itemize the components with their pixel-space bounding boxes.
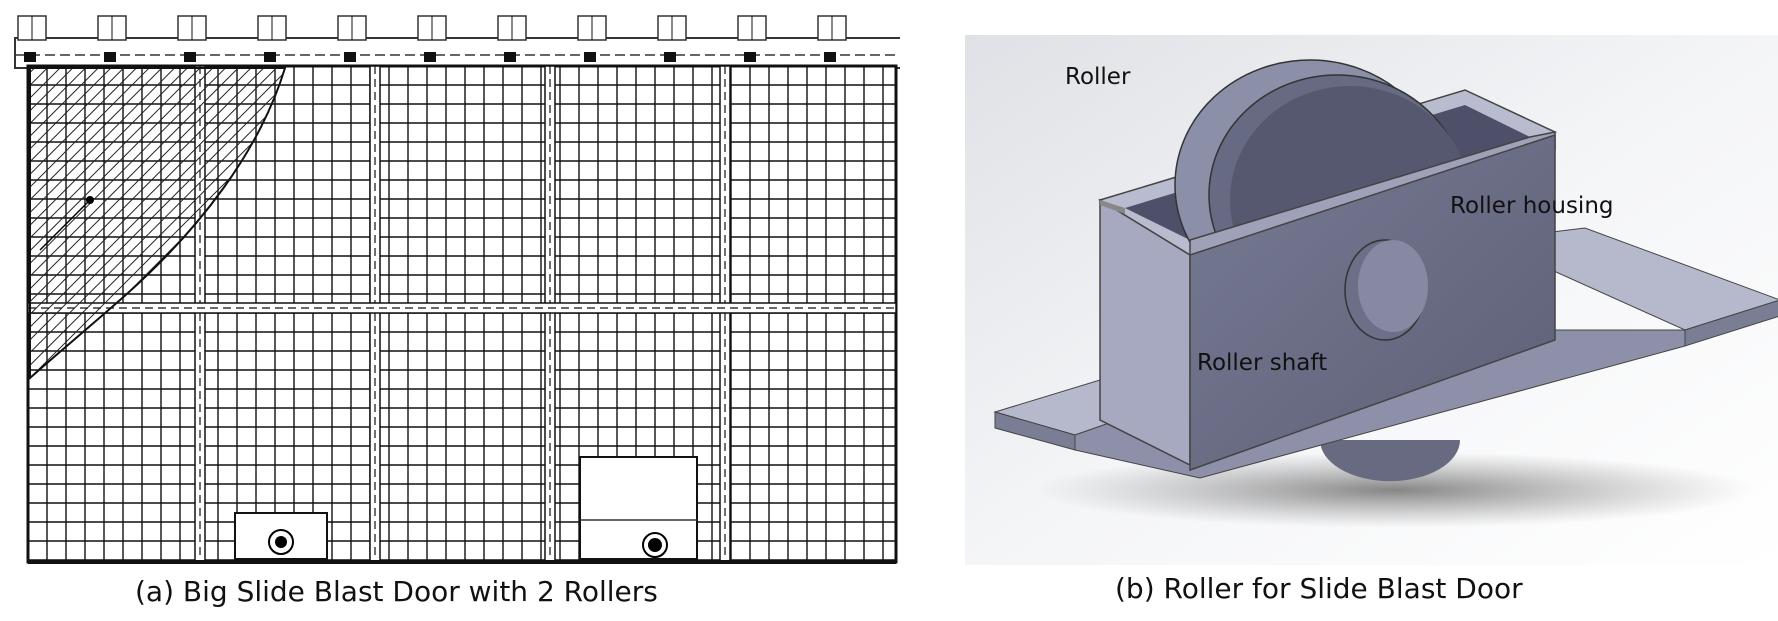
label-roller-housing: Roller housing (1450, 193, 1614, 219)
roller-3d-model: Roller Roller housing Roller shaft (965, 35, 1778, 565)
caption-a: (a) Big Slide Blast Door with 2 Rollers (135, 575, 658, 608)
roller-box-right (579, 456, 698, 560)
blast-door-drawing (14, 15, 900, 564)
rail-brackets (17, 15, 847, 62)
caption-b: (b) Roller for Slide Blast Door (1115, 572, 1523, 605)
panel-a-door-drawing: (a) Big Slide Blast Door with 2 Rollers (14, 15, 900, 608)
panel-b-roller-model: Roller Roller housing Roller shaft (b) R… (965, 0, 1778, 621)
reinforcement-grid (27, 65, 897, 563)
label-roller-shaft: Roller shaft (1197, 350, 1327, 376)
label-roller: Roller (1065, 64, 1131, 90)
hatched-section (29, 67, 287, 381)
top-rail (14, 37, 900, 69)
